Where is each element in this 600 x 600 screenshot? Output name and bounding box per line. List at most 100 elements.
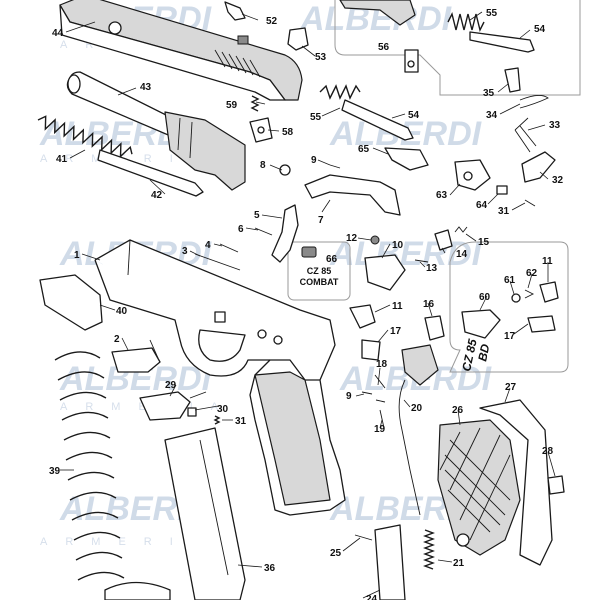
watermark-sub: ARMERIA bbox=[40, 536, 216, 548]
part-14-shape bbox=[434, 229, 453, 251]
frame bbox=[94, 239, 346, 516]
part-39-magazine-spring bbox=[54, 351, 125, 581]
part-hammer-assembly bbox=[401, 344, 439, 386]
callout-31: 31 bbox=[235, 416, 247, 427]
part-55-spring bbox=[447, 11, 485, 33]
part-16-shape bbox=[424, 315, 445, 341]
callout-52: 52 bbox=[266, 16, 278, 27]
callout-33: 33 bbox=[549, 120, 561, 131]
callout-17: 17 bbox=[390, 326, 402, 337]
label-cz85-bd-model: CZ 85 bbox=[459, 337, 480, 372]
callout-numbers: 44 52 53 55 54 56 43 59 58 55 54 35 34 3… bbox=[49, 8, 564, 600]
callout-55: 55 bbox=[486, 8, 498, 19]
leader-lines bbox=[60, 11, 556, 599]
part-59-spring bbox=[250, 95, 260, 112]
callout-39: 39 bbox=[49, 466, 61, 477]
label-cz85-combat-model: CZ 85 bbox=[307, 266, 332, 276]
callout-41: 41 bbox=[56, 154, 68, 165]
part-54-firing-pin bbox=[341, 99, 414, 141]
part-follower bbox=[104, 581, 171, 600]
part-8-shape bbox=[279, 164, 291, 176]
callout-15: 15 bbox=[478, 237, 490, 248]
callout-56: 56 bbox=[378, 42, 390, 53]
callout-12: 12 bbox=[346, 233, 358, 244]
grip-panel-right bbox=[479, 399, 553, 566]
part-52-shape bbox=[224, 1, 246, 21]
part-53-shape bbox=[287, 27, 309, 51]
callout-26: 26 bbox=[452, 405, 464, 416]
callout-54: 54 bbox=[408, 110, 420, 121]
callout-34: 34 bbox=[486, 110, 498, 121]
callout-44: 44 bbox=[52, 28, 64, 39]
part-66-shape bbox=[301, 246, 317, 258]
part-41-recoil-spring bbox=[37, 115, 133, 159]
part-12-shape bbox=[370, 235, 380, 245]
callout-36: 36 bbox=[264, 563, 276, 574]
part-7-trigger-bar bbox=[304, 174, 401, 216]
callout-1: 1 bbox=[74, 250, 80, 261]
callout-21: 21 bbox=[453, 558, 465, 569]
part-21-spring bbox=[423, 529, 435, 570]
callout-59: 59 bbox=[226, 100, 238, 111]
part-31-spring bbox=[213, 415, 221, 425]
callout-9: 9 bbox=[311, 155, 317, 166]
callout-53: 53 bbox=[315, 52, 327, 63]
callout-66: 66 bbox=[326, 254, 338, 265]
callout-35: 35 bbox=[483, 88, 495, 99]
callout-29: 29 bbox=[165, 380, 177, 391]
callout-30: 30 bbox=[217, 404, 229, 415]
part-33-spring bbox=[514, 117, 537, 153]
callout-9: 9 bbox=[346, 391, 352, 402]
callout-11: 11 bbox=[392, 301, 403, 312]
part-29-shape bbox=[139, 391, 191, 421]
callout-27: 27 bbox=[505, 382, 517, 393]
variant-box-top bbox=[334, 0, 581, 96]
part-slide-bd bbox=[339, 0, 416, 26]
callout-58: 58 bbox=[282, 127, 294, 138]
callout-18: 18 bbox=[376, 359, 388, 370]
barrel bbox=[66, 71, 246, 191]
variant-box-combat bbox=[287, 241, 351, 301]
part-15-spring bbox=[454, 226, 468, 233]
callout-17: 17 bbox=[504, 331, 516, 342]
grip-panel-left bbox=[437, 419, 521, 556]
part-17-shape bbox=[361, 339, 381, 361]
label-combat: COMBAT bbox=[300, 277, 339, 287]
part-28-screw bbox=[547, 475, 565, 495]
callout-64: 64 bbox=[476, 200, 488, 211]
callout-5: 5 bbox=[254, 210, 260, 221]
part-34-spring bbox=[519, 95, 549, 109]
part-55-firing-spring bbox=[319, 84, 361, 100]
callout-3: 3 bbox=[182, 246, 188, 257]
callout-19: 19 bbox=[374, 424, 386, 435]
callout-40: 40 bbox=[116, 306, 128, 317]
callout-61: 61 bbox=[504, 275, 516, 286]
part-11-shape bbox=[349, 304, 376, 329]
callout-13: 13 bbox=[426, 263, 438, 274]
part-20-rod bbox=[398, 379, 421, 516]
callout-43: 43 bbox=[140, 82, 152, 93]
callout-32: 32 bbox=[552, 175, 564, 186]
part-35-shape bbox=[504, 67, 521, 93]
callout-54: 54 bbox=[534, 24, 546, 35]
variant-box-bd bbox=[449, 241, 569, 373]
callout-65: 65 bbox=[358, 144, 370, 155]
callout-25: 25 bbox=[330, 548, 342, 559]
callout-28: 28 bbox=[542, 446, 554, 457]
callout-20: 20 bbox=[411, 403, 423, 414]
part-42-guide-rod bbox=[97, 149, 204, 197]
callout-11: 11 bbox=[542, 256, 553, 267]
part-65-shape bbox=[384, 147, 429, 171]
callout-7: 7 bbox=[318, 215, 324, 226]
callout-42: 42 bbox=[151, 190, 163, 201]
part-24-shape bbox=[374, 524, 406, 600]
part-10-shape bbox=[364, 254, 406, 291]
part-5-hammer bbox=[271, 204, 299, 263]
part-54-rod bbox=[469, 31, 535, 53]
callout-62: 62 bbox=[526, 268, 538, 279]
callout-31: 31 bbox=[498, 206, 510, 217]
callout-2: 2 bbox=[114, 334, 120, 345]
part-40-shape bbox=[39, 274, 103, 331]
callout-55: 55 bbox=[310, 112, 322, 123]
